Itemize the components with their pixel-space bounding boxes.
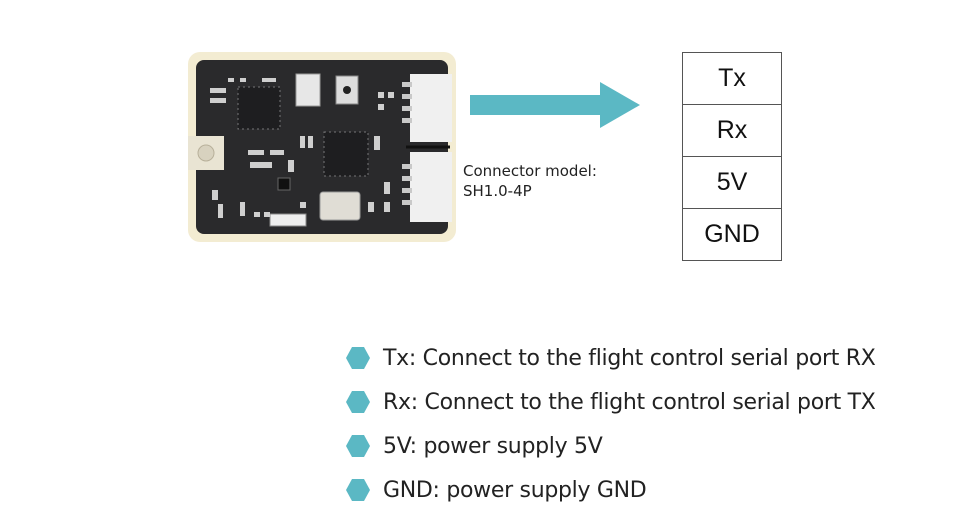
note-text: Rx: Connect to the flight control serial…: [383, 389, 876, 415]
note-text: 5V: power supply 5V: [383, 433, 603, 459]
note-text: Tx: Connect to the flight control serial…: [383, 345, 876, 371]
connector-model-title: Connector model:: [463, 162, 597, 180]
list-item: Rx: Connect to the flight control serial…: [346, 380, 876, 424]
pin-5v: 5V: [683, 157, 781, 209]
pin-descriptions: Tx: Connect to the flight control serial…: [346, 336, 876, 512]
hexagon-bullet-icon: [346, 435, 370, 457]
pinout-table: Tx Rx 5V GND: [682, 52, 782, 261]
arrow-head: [600, 82, 640, 128]
list-item: Tx: Connect to the flight control serial…: [346, 336, 876, 380]
pin-tx: Tx: [683, 53, 781, 105]
note-text: GND: power supply GND: [383, 477, 647, 503]
connector-model-value: SH1.0-4P: [463, 182, 532, 200]
arrow-right-icon: [470, 82, 640, 128]
hexagon-bullet-icon: [346, 347, 370, 369]
pcb-board-image: [188, 52, 456, 242]
pin-rx: Rx: [683, 105, 781, 157]
list-item: GND: power supply GND: [346, 468, 876, 512]
hexagon-bullet-icon: [346, 479, 370, 501]
list-item: 5V: power supply 5V: [346, 424, 876, 468]
arrow-shaft: [470, 95, 600, 115]
pin-gnd: GND: [704, 220, 760, 248]
connector-model-label: Connector model: SH1.0-4P: [463, 161, 597, 201]
hexagon-bullet-icon: [346, 391, 370, 413]
